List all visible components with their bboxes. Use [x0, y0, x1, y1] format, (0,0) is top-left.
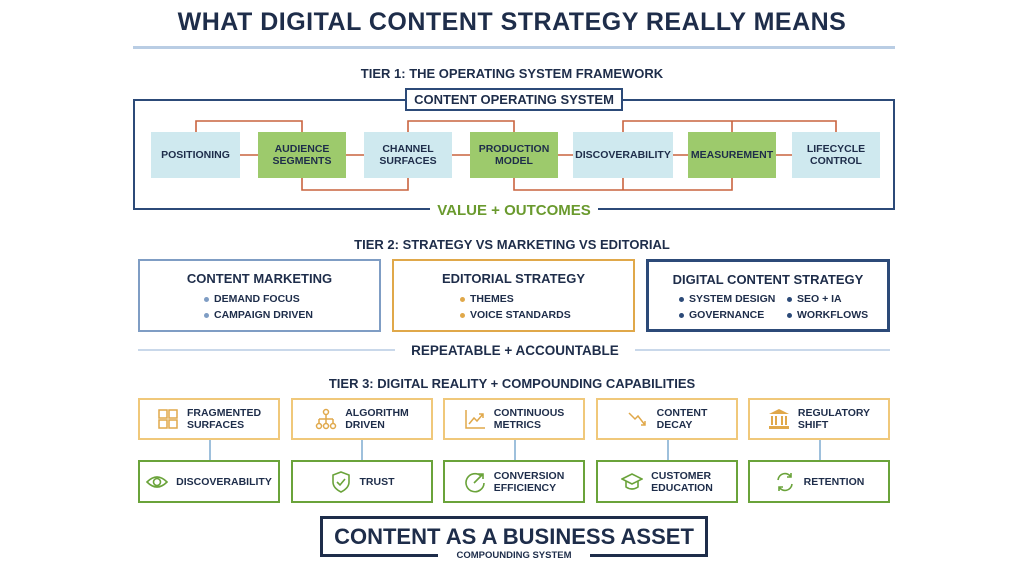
connector [513, 178, 733, 191]
shield-check-icon [331, 470, 350, 493]
tier1-heading: TIER 1: THE OPERATING SYSTEM FRAMEWORK [360, 66, 664, 81]
trend-down-icon [628, 412, 646, 426]
bullet-item: SEO + IA [787, 293, 842, 305]
graduation-cap-icon [621, 472, 644, 490]
connector [361, 440, 363, 460]
repeatable-accountable-label: REPEATABLE + ACCOUNTABLE [395, 340, 635, 360]
value-outcomes-label: VALUE + OUTCOMES [430, 200, 598, 220]
refresh-icon [776, 472, 793, 491]
bullet-dot-icon [787, 296, 792, 302]
connector [514, 440, 516, 460]
box-title: DIGITAL CONTENT STRATEGY [672, 272, 864, 287]
connector [819, 440, 821, 460]
eye-icon [146, 475, 169, 488]
bullet-item: CAMPAIGN DRIVEN [204, 309, 313, 321]
node-measurement: MEASUREMENT [688, 132, 776, 178]
connector [407, 120, 515, 132]
line-chart-icon [464, 410, 485, 429]
node-positioning: POSITIONING [151, 132, 240, 178]
bullet-item: THEMES [460, 293, 514, 305]
node-discoverability: DISCOVERABILITY [573, 132, 673, 178]
capability-discoverability: DISCOVERABILITY [138, 460, 280, 503]
digital-content-strategy-box: DIGITAL CONTENT STRATEGY SYSTEM DESIGN S… [646, 259, 890, 332]
gauge-icon [464, 472, 485, 492]
bullet-item: GOVERNANCE [679, 309, 764, 321]
connector [667, 440, 669, 460]
hierarchy-icon [315, 408, 337, 430]
content-marketing-box: CONTENT MARKETING DEMAND FOCUS CAMPAIGN … [138, 259, 381, 332]
bullet-dot-icon [679, 312, 684, 318]
editorial-strategy-box: EDITORIAL STRATEGY THEMES VOICE STANDARD… [392, 259, 635, 332]
bullet-item: DEMAND FOCUS [204, 293, 300, 305]
tier2-heading: TIER 2: STRATEGY VS MARKETING VS EDITORI… [354, 237, 670, 252]
compounding-system-label: COMPOUNDING SYSTEM [438, 548, 590, 562]
capability-trust: TRUST [291, 460, 433, 503]
bullet-dot-icon [460, 312, 465, 318]
bullet-dot-icon [787, 312, 792, 318]
layout-icon [158, 409, 178, 429]
tier3-heading: TIER 3: DIGITAL REALITY + COMPOUNDING CA… [328, 376, 696, 391]
bullet-dot-icon [204, 312, 209, 318]
box-title: CONTENT MARKETING [186, 271, 333, 286]
bullet-item: SYSTEM DESIGN [679, 293, 775, 305]
connector [301, 178, 409, 191]
connector [195, 120, 303, 132]
bullet-item: VOICE STANDARDS [460, 309, 571, 321]
bank-icon [768, 409, 789, 429]
bullet-dot-icon [204, 296, 209, 302]
box-title: EDITORIAL STRATEGY [441, 271, 585, 286]
connector [622, 120, 837, 132]
bullet-dot-icon [679, 296, 684, 302]
title-divider [133, 46, 895, 49]
bullet-item: WORKFLOWS [787, 309, 868, 321]
bullet-dot-icon [460, 296, 465, 302]
capability-retention: RETENTION [748, 460, 890, 503]
connector [209, 440, 211, 460]
operating-system-label: CONTENT OPERATING SYSTEM [405, 88, 623, 111]
page-title: WHAT DIGITAL CONTENT STRATEGY REALLY MEA… [177, 8, 847, 36]
